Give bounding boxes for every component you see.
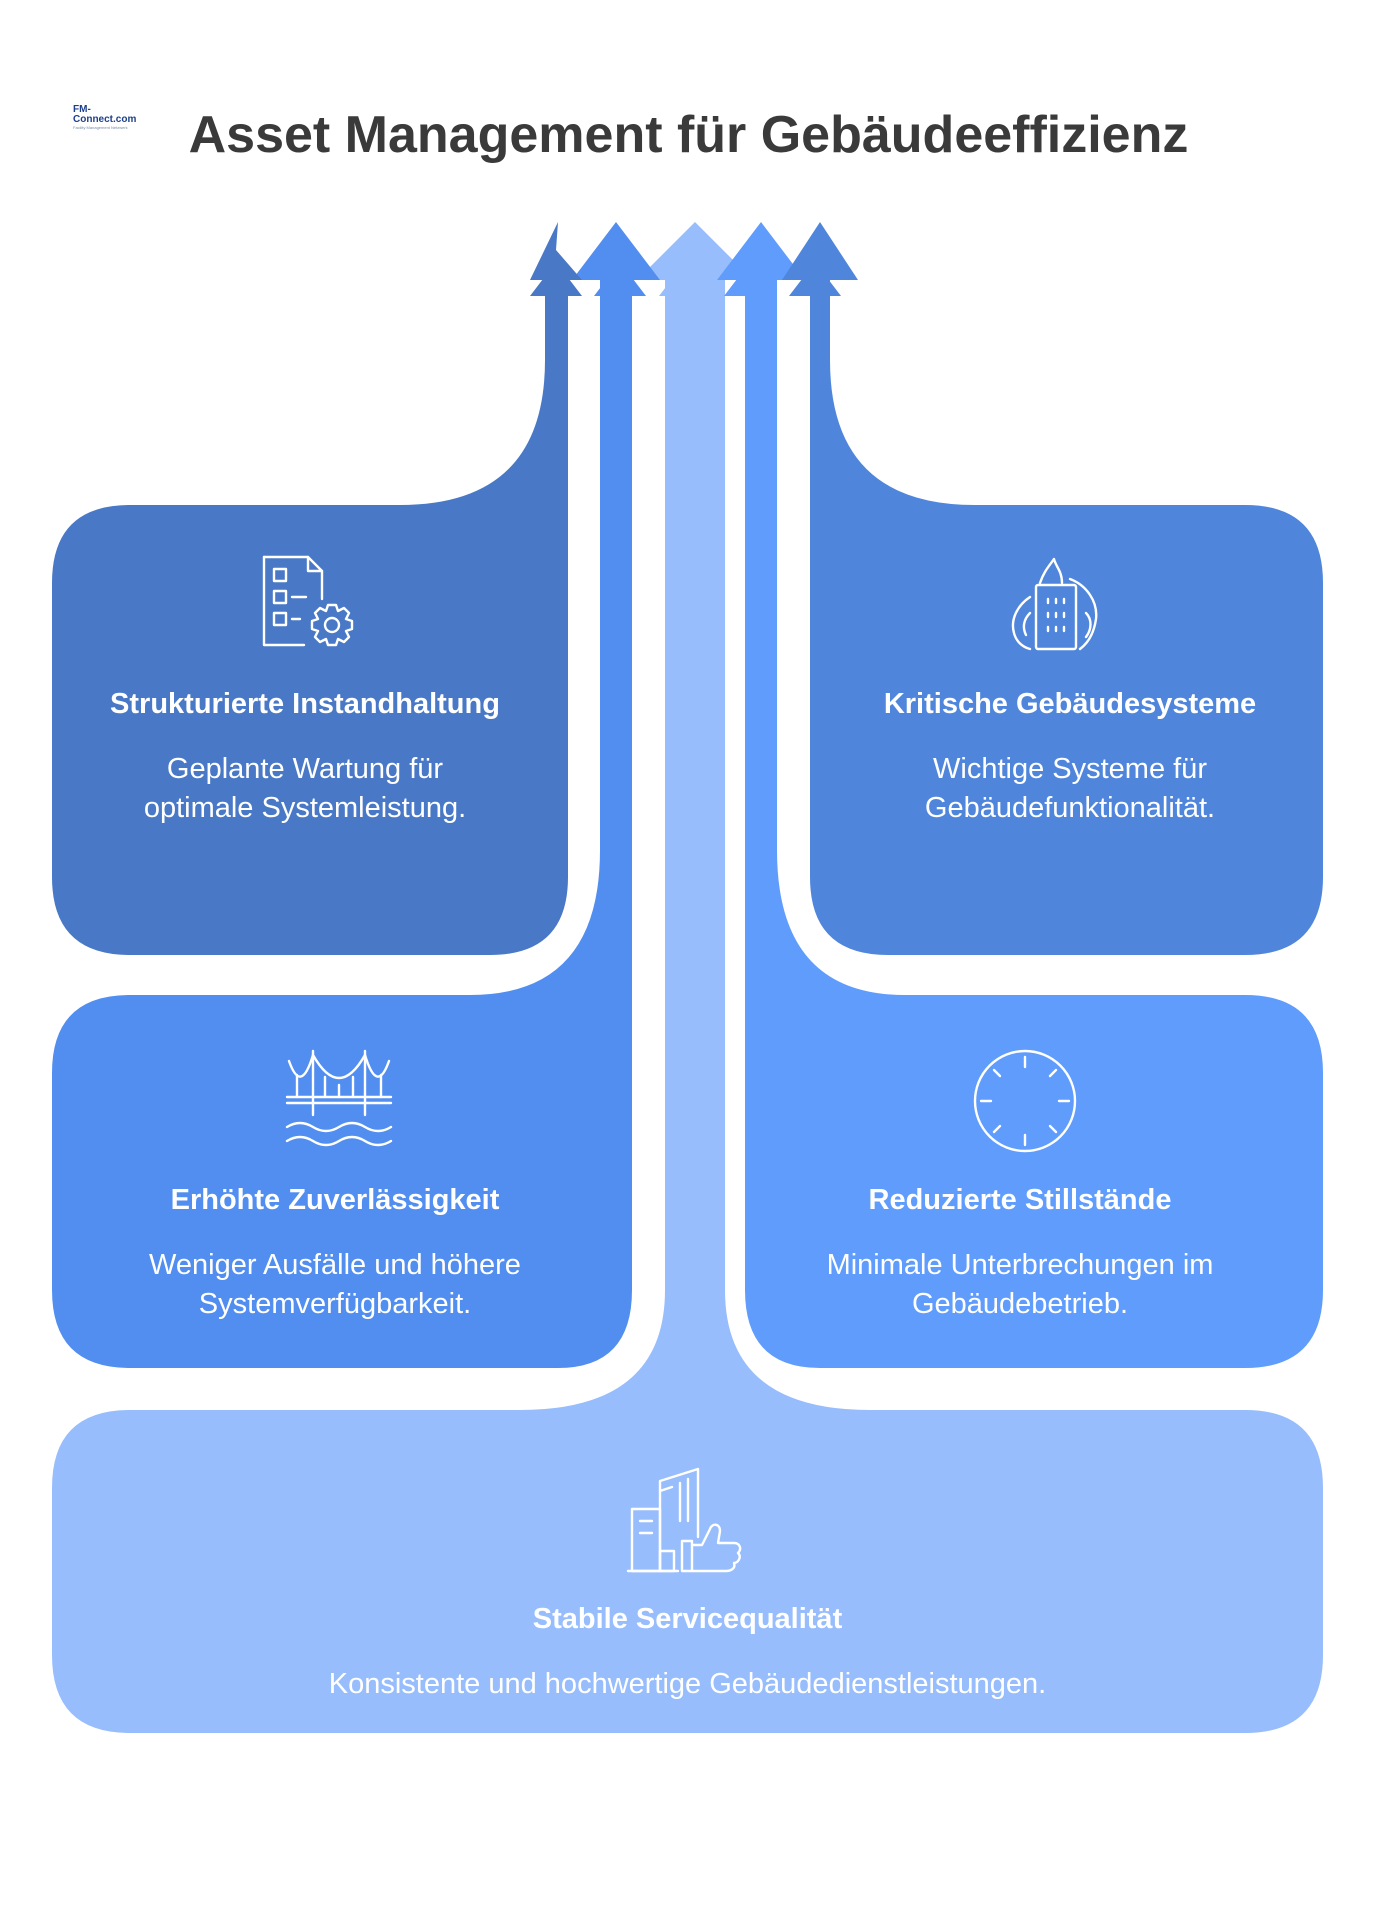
card-gebaeudesysteme-shape <box>782 222 1323 955</box>
building-flame-icon <box>1011 557 1098 651</box>
card-servicequalitaet-shape <box>52 222 1323 1733</box>
arrow-head-4 <box>724 262 776 296</box>
card-heading: Reduzierte Stillstände <box>868 1184 1172 1216</box>
arrow-head-3 <box>659 262 711 296</box>
card-heading: Strukturierte Instandhaltung <box>110 688 500 720</box>
checklist-gear-icon <box>262 555 354 647</box>
card-description: Weniger Ausfälle und höhere Systemverfüg… <box>149 1249 521 1320</box>
page-title: Asset Management für Gebäudeeffizienz <box>188 106 1189 164</box>
logo-tagline: Facility Management Netzwerk <box>73 124 128 130</box>
card-instandhaltung-shape <box>52 222 582 955</box>
clock-icon <box>973 1049 1077 1153</box>
arrow-head-1 <box>530 262 582 296</box>
card-heading: Erhöhte Zuverlässigkeit <box>170 1184 500 1216</box>
card-description: Konsistente und hochwertige Gebäudediens… <box>328 1668 1047 1700</box>
card-heading: Kritische Gebäudesysteme <box>883 688 1257 720</box>
bridge-icon <box>285 1049 393 1147</box>
buildings-thumbs-up-icon <box>626 1467 742 1573</box>
card-servicequalitaet: Stabile Servicequalität Konsistente und … <box>152 1600 1223 1704</box>
card-gebaeudesysteme: Kritische Gebäudesysteme Wichtige System… <box>880 685 1260 828</box>
card-description: Wichtige Systeme für Gebäudefunktionalit… <box>924 753 1216 824</box>
card-stillstaende-shape <box>717 222 1323 1368</box>
arrow-head-5 <box>789 262 841 296</box>
card-description: Geplante Wartung für optimale Systemleis… <box>143 753 467 824</box>
card-instandhaltung: Strukturierte Instandhaltung Geplante Wa… <box>110 685 500 828</box>
card-heading: Stabile Servicequalität <box>532 1603 843 1635</box>
card-description: Minimale Unterbrechungen im Gebäudebetri… <box>826 1249 1214 1320</box>
logo: FM-Connect.com Facility Management Netzw… <box>70 103 137 130</box>
card-zuverlaessigkeit: Erhöhte Zuverlässigkeit Weniger Ausfälle… <box>90 1181 580 1324</box>
card-stillstaende: Reduzierte Stillstände Minimale Unterbre… <box>800 1181 1240 1324</box>
card-zuverlaessigkeit-shape <box>52 222 660 1368</box>
arrow-head-2 <box>594 262 646 296</box>
logo-name: FM-Connect.com <box>73 103 137 125</box>
